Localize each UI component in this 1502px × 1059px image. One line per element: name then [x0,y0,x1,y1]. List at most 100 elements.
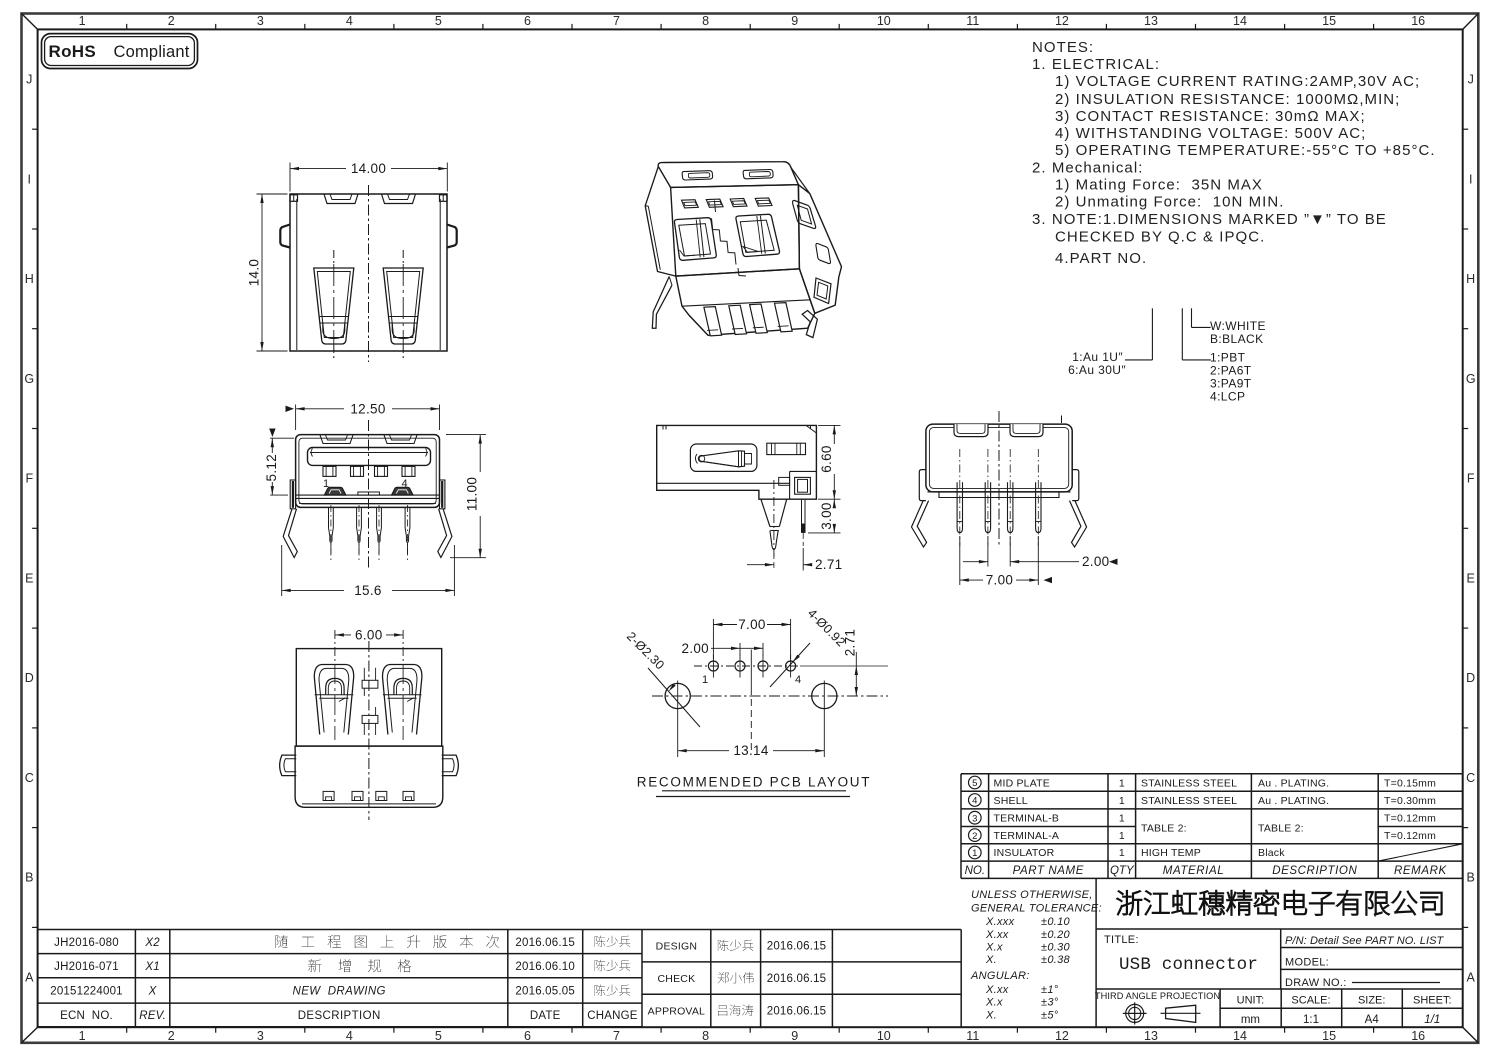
svg-text:16: 16 [1411,1029,1425,1043]
svg-text:C: C [25,771,34,785]
svg-text:1:1: 1:1 [1303,1014,1319,1026]
svg-text:2016.05.05: 2016.05.05 [515,986,575,998]
svg-text:C: C [1466,771,1475,785]
svg-text:X.xx: X.xx [985,984,1009,996]
svg-text:12: 12 [1055,14,1069,28]
svg-text:D: D [25,671,34,685]
svg-text:14.00: 14.00 [351,161,386,176]
svg-text:X.x: X.x [985,942,1003,954]
svg-text:DESCRIPTION: DESCRIPTION [298,1010,381,1022]
svg-text:5: 5 [972,778,977,789]
svg-text:1: 1 [1119,813,1125,825]
svg-text:UNIT:: UNIT: [1237,995,1265,1007]
svg-text:T=0.15mm: T=0.15mm [1384,777,1436,789]
svg-text:4: 4 [346,1029,353,1043]
svg-text:DESIGN: DESIGN [656,941,697,953]
svg-text:1: 1 [79,14,86,28]
svg-text:2016.06.10: 2016.06.10 [515,961,575,973]
svg-text:1: 1 [323,478,329,490]
svg-text:A4: A4 [1365,1014,1380,1026]
svg-text:TABLE 2:: TABLE 2: [1141,823,1187,835]
svg-text:8: 8 [702,14,709,28]
svg-text:UNLESS OTHERWISE,: UNLESS OTHERWISE, [971,889,1093,901]
svg-text:JH2016-071: JH2016-071 [54,961,119,973]
svg-text:G: G [24,372,34,386]
svg-text:3:PA9T: 3:PA9T [1210,377,1252,391]
svg-text:HIGH TEMP: HIGH TEMP [1141,847,1201,859]
svg-text:14: 14 [1233,14,1247,28]
svg-text:DRAW NO.:: DRAW NO.: [1285,977,1347,989]
svg-text:SIZE:: SIZE: [1358,995,1386,1007]
svg-text:6: 6 [524,1029,531,1043]
svg-text:X.x: X.x [985,997,1003,1009]
svg-text:5: 5 [435,1029,442,1043]
svg-text:STAINLESS STEEL: STAINLESS STEEL [1141,777,1237,789]
svg-text:1: 1 [1119,830,1125,842]
svg-text:4: 4 [401,478,407,490]
svg-text:3: 3 [257,14,264,28]
svg-text:F: F [25,472,33,486]
svg-text:D: D [1466,671,1475,685]
svg-text:15: 15 [1322,1029,1336,1043]
svg-text:5) OPERATING TEMPERATURE:-55°C: 5) OPERATING TEMPERATURE:-55°C TO +85°C. [1055,142,1436,159]
svg-text:INSULATOR: INSULATOR [994,847,1055,859]
svg-text:H: H [1466,272,1475,286]
svg-text:1:PBT: 1:PBT [1210,351,1246,365]
svg-text:4) WITHSTANDING VOLTAGE: 500V: 4) WITHSTANDING VOLTAGE: 500V AC; [1055,125,1366,142]
svg-text:USB connector: USB connector [1119,955,1258,975]
svg-text:7: 7 [613,1029,620,1043]
svg-text:3. NOTE:1.DIMENSIONS MARKED ”▼: 3. NOTE:1.DIMENSIONS MARKED ”▼” TO BE [1032,211,1387,228]
svg-text:4.PART NO.: 4.PART NO. [1055,250,1147,267]
svg-text:F: F [1467,472,1475,486]
svg-text:1) VOLTAGE CURRENT RATING:2AMP: 1) VOLTAGE CURRENT RATING:2AMP,30V AC; [1055,73,1420,90]
svg-text:2) INSULATION RESISTANCE: 1000: 2) INSULATION RESISTANCE: 1000MΩ,MIN; [1055,91,1400,108]
svg-text:6:Au 30U″: 6:Au 30U″ [1068,363,1126,377]
svg-text:SCALE:: SCALE: [1291,995,1330,1007]
svg-text:6.00: 6.00 [355,627,382,642]
svg-text:7.00: 7.00 [986,573,1013,588]
svg-text:TABLE 2:: TABLE 2: [1258,823,1304,835]
svg-text:1: 1 [972,848,977,859]
svg-text:10: 10 [877,1029,891,1043]
svg-text:REMARK: REMARK [1394,865,1448,877]
svg-text:CHECK: CHECK [658,973,696,985]
svg-text:THIRD ANGLE PROJECTION: THIRD ANGLE PROJECTION [1095,991,1220,1001]
svg-text:STAINLESS STEEL: STAINLESS STEEL [1141,795,1237,807]
svg-text:T=0.12mm: T=0.12mm [1384,830,1436,842]
svg-text:15: 15 [1322,14,1336,28]
svg-text:4: 4 [795,674,801,686]
svg-text:DESCRIPTION: DESCRIPTION [1272,865,1357,877]
svg-text:JH2016-080: JH2016-080 [54,937,119,949]
svg-text:1: 1 [1119,847,1125,859]
svg-text:APPROVAL: APPROVAL [648,1005,705,1017]
svg-text:9: 9 [791,14,798,28]
svg-text:B:BLACK: B:BLACK [1210,332,1264,346]
svg-text:X.: X. [985,1009,997,1021]
svg-text:±5°: ±5° [1041,1009,1059,1021]
svg-text:5: 5 [435,14,442,28]
svg-text:1/1: 1/1 [1424,1014,1440,1026]
svg-text:4: 4 [346,14,353,28]
svg-text:4: 4 [972,796,977,807]
svg-text:CHECKED BY Q.C & IPQC.: CHECKED BY Q.C & IPQC. [1055,229,1265,246]
svg-text:TITLE:: TITLE: [1104,934,1139,946]
svg-text:15.6: 15.6 [354,583,381,598]
svg-text:B: B [1467,871,1475,885]
svg-text:2016.06.15: 2016.06.15 [515,937,575,949]
svg-text:3: 3 [972,813,977,824]
svg-text:X.: X. [985,954,997,966]
svg-text:T=0.30mm: T=0.30mm [1384,795,1436,807]
svg-text:4:LCP: 4:LCP [1210,390,1245,404]
svg-text:mm: mm [1241,1014,1260,1026]
svg-text:SHELL: SHELL [994,795,1028,807]
svg-text:G: G [1466,372,1476,386]
svg-text:±0.38: ±0.38 [1041,954,1071,966]
svg-text:11.00: 11.00 [465,477,480,511]
svg-text:12.50: 12.50 [350,401,385,416]
svg-text:±0.10: ±0.10 [1041,916,1071,928]
svg-text:14.0: 14.0 [247,259,262,286]
svg-text:6: 6 [524,14,531,28]
svg-text:E: E [1467,571,1475,585]
svg-text:2. Mechanical:: 2. Mechanical: [1032,159,1143,176]
svg-text:2: 2 [972,831,977,842]
